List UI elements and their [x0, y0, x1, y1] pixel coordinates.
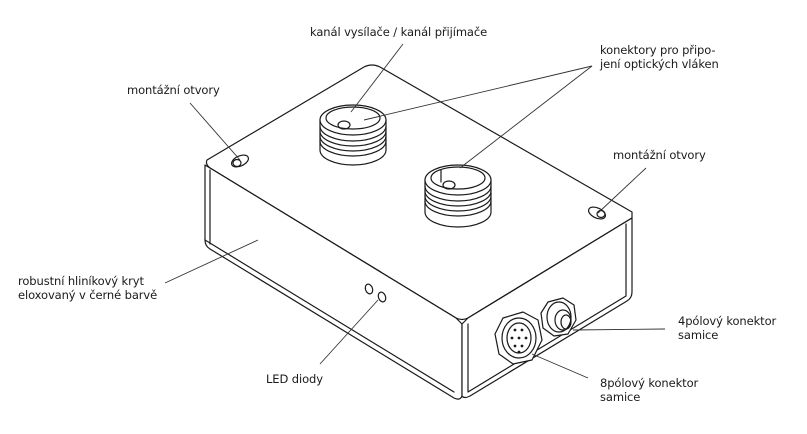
label-mounting-holes-right: montážní otvory	[613, 148, 706, 162]
front-bottom-bevel	[204, 169, 455, 393]
leader-channels	[350, 43, 404, 113]
label-housing-line1: robustní hliníkový kryt	[18, 274, 144, 288]
label-led: LED diody	[266, 372, 323, 386]
label-housing: robustní hliníkový kryt eloxovaný v čern…	[18, 274, 157, 302]
leader-8pin	[531, 353, 589, 379]
label-fiber-connectors-line2: jení optických vláken	[600, 57, 719, 71]
label-connector-4pin-line1: 4pólový konektor	[678, 314, 777, 328]
label-connector-4pin-line2: samice	[678, 328, 719, 342]
mounting-hole-left	[230, 154, 250, 168]
label-housing-line2: eloxovaný v černé barvě	[18, 288, 158, 302]
led-indicators	[364, 283, 387, 303]
leader-housing	[164, 239, 259, 284]
leader-fiber-2	[459, 65, 593, 169]
label-connector-8pin-line1: 8pólový konektor	[600, 376, 699, 390]
label-fiber-connectors-line1: konektory pro připo-	[600, 43, 716, 57]
connector-4-pin	[540, 297, 577, 337]
label-mounting-holes-left: montážní otvory	[127, 83, 220, 97]
label-connector-8pin-line2: samice	[600, 390, 641, 404]
leader-lines	[164, 43, 666, 379]
enclosure-body	[204, 64, 633, 400]
leader-4pin	[572, 328, 666, 331]
leader-mount-right	[597, 167, 647, 214]
label-connector-8pin: 8pólový konektor samice	[600, 376, 698, 404]
label-connector-4pin: 4pólový konektor samice	[678, 314, 776, 342]
label-channels: kanál vysílače / kanál přijímače	[310, 25, 488, 39]
leader-fiber-1	[363, 65, 593, 121]
side-bevel	[467, 223, 627, 393]
leader-mount-left	[189, 102, 241, 161]
fiber-connector-receiver	[424, 164, 492, 228]
leader-led	[319, 299, 379, 365]
top-face	[205, 64, 633, 321]
fiber-connector-transmitter	[319, 104, 387, 166]
label-fiber-connectors: konektory pro připo- jení optických vlák…	[600, 43, 719, 71]
connector-8-pin	[494, 311, 543, 365]
